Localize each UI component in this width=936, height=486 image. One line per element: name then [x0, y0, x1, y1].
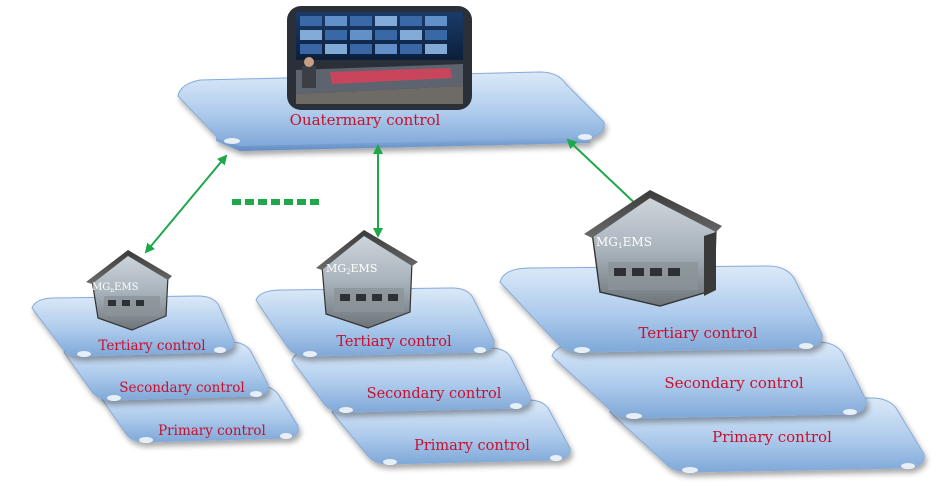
left-tertiary-label: Tertiary control: [98, 338, 205, 354]
right-primary-label: Primary control: [712, 428, 832, 446]
right-secondary-label: Secondary control: [664, 374, 804, 392]
right-tertiary-label: Tertiary control: [638, 324, 757, 342]
right-ems-suffix: EMS: [623, 235, 652, 249]
control-room-photo: [287, 6, 472, 110]
left-primary-platform: [99, 385, 299, 443]
right-ems-subscript: 1: [618, 241, 623, 250]
left-microgrid: MGnEMS Tertiary control Secondary contro…: [31, 250, 299, 443]
middle-secondary-platform: [291, 347, 531, 413]
middle-ems-suffix: EMS: [351, 262, 378, 275]
left-ems-subscript: n: [110, 287, 114, 294]
ellipsis-dots: [232, 199, 319, 205]
right-tertiary-platform: [499, 265, 823, 353]
middle-microgrid: MG2EMS Tertiary control Secondary contro…: [255, 230, 571, 465]
svg-text:MGnEMS: MGnEMS: [92, 282, 139, 294]
left-ems-building: MGnEMS: [86, 250, 172, 331]
middle-primary-label: Primary control: [414, 438, 530, 454]
arrow-to-mgn: [144, 154, 228, 254]
right-ems-building: MG1EMS: [584, 190, 722, 307]
middle-ems-building: MG2EMS: [316, 230, 418, 329]
arrow-to-mg1: [566, 138, 642, 210]
middle-tertiary-label: Tertiary control: [336, 334, 452, 350]
middle-ems-mg: MG: [326, 262, 346, 275]
arrows: [144, 138, 642, 254]
middle-ems-subscript: 2: [346, 268, 350, 276]
quaternary-label: Ouatermary control: [290, 111, 441, 129]
left-primary-label: Primary control: [158, 423, 266, 439]
right-ems-mg: MG: [596, 235, 618, 249]
middle-primary-platform: [331, 399, 571, 465]
svg-text:MG2EMS: MG2EMS: [326, 262, 377, 276]
middle-secondary-label: Secondary control: [367, 386, 502, 402]
left-ems-mg: MG: [92, 282, 110, 293]
left-ems-suffix: EMS: [114, 282, 139, 293]
left-secondary-label: Secondary control: [119, 380, 244, 396]
svg-text:MG1EMS: MG1EMS: [596, 235, 652, 250]
right-microgrid: MG1EMS Tertiary control Secondary contro…: [499, 190, 925, 473]
